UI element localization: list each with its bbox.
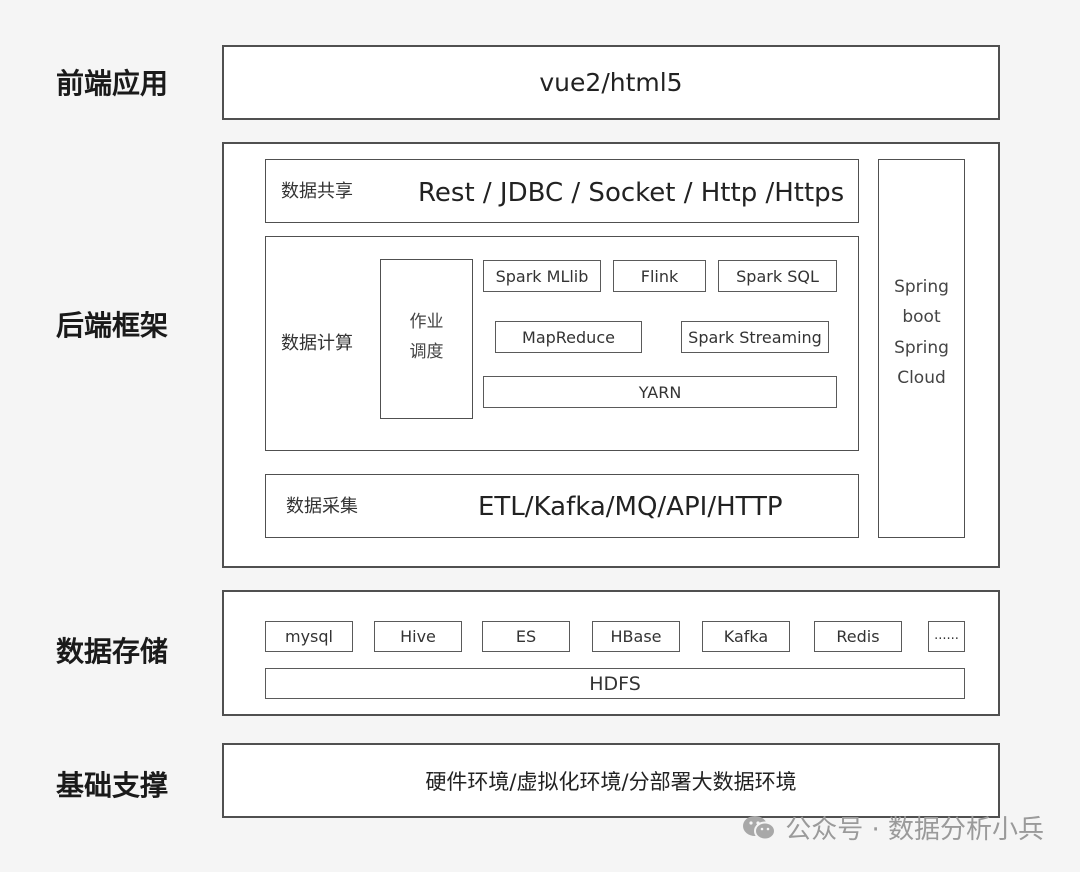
module-flink: Flink — [613, 260, 706, 292]
storage-item-mysql: mysql — [265, 621, 353, 652]
job-scheduler-line1: 作业 — [409, 312, 444, 332]
frontend-content: vue2/html5 — [539, 68, 683, 97]
frontend-layer-box: vue2/html5 — [222, 45, 1000, 120]
spring-line3: Spring — [894, 338, 949, 358]
storage-base-hdfs: HDFS — [265, 668, 965, 699]
spring-label: Spring boot Spring Cloud — [878, 272, 965, 393]
spring-line1: Spring — [894, 277, 949, 297]
data-sharing-protocols: Rest / JDBC / Socket / Http /Https — [418, 178, 845, 208]
watermark-text: 公众号 · 数据分析小兵 — [785, 815, 1044, 845]
spring-line2: boot — [902, 307, 941, 327]
storage-item-more: ...... — [928, 621, 965, 652]
storage-item-es: ES — [482, 621, 570, 652]
job-scheduler-label: 作业 调度 — [380, 307, 473, 367]
data-collection-label: 数据采集 — [286, 496, 358, 517]
layer-label-infrastructure: 基础支撑 — [56, 769, 169, 802]
data-sharing-box — [265, 159, 859, 223]
storage-item-hbase: HBase — [592, 621, 680, 652]
job-scheduler-box — [380, 259, 473, 419]
layer-label-backend: 后端框架 — [56, 309, 169, 342]
module-mapreduce: MapReduce — [495, 321, 642, 353]
infrastructure-content: 硬件环境/虚拟化环境/分部署大数据环境 — [425, 769, 797, 794]
layer-label-storage: 数据存储 — [56, 635, 169, 668]
data-collection-box — [265, 474, 859, 538]
spring-line4: Cloud — [897, 368, 946, 388]
wechat-icon — [741, 814, 777, 842]
storage-item-redis: Redis — [814, 621, 902, 652]
watermark: 公众号 · 数据分析小兵 — [741, 809, 1044, 846]
data-compute-label: 数据计算 — [281, 333, 353, 354]
data-sharing-label: 数据共享 — [281, 181, 353, 202]
module-spark-sql: Spark SQL — [718, 260, 837, 292]
data-collection-tools: ETL/Kafka/MQ/API/HTTP — [478, 492, 783, 522]
module-yarn: YARN — [483, 376, 837, 408]
infrastructure-layer-box: 硬件环境/虚拟化环境/分部署大数据环境 — [222, 743, 1000, 818]
module-spark-streaming: Spark Streaming — [681, 321, 829, 353]
job-scheduler-line2: 调度 — [409, 342, 444, 362]
layer-label-frontend: 前端应用 — [56, 67, 169, 100]
module-spark-mllib: Spark MLlib — [483, 260, 601, 292]
storage-item-kafka: Kafka — [702, 621, 790, 652]
storage-item-hive: Hive — [374, 621, 462, 652]
spring-box — [878, 159, 965, 538]
